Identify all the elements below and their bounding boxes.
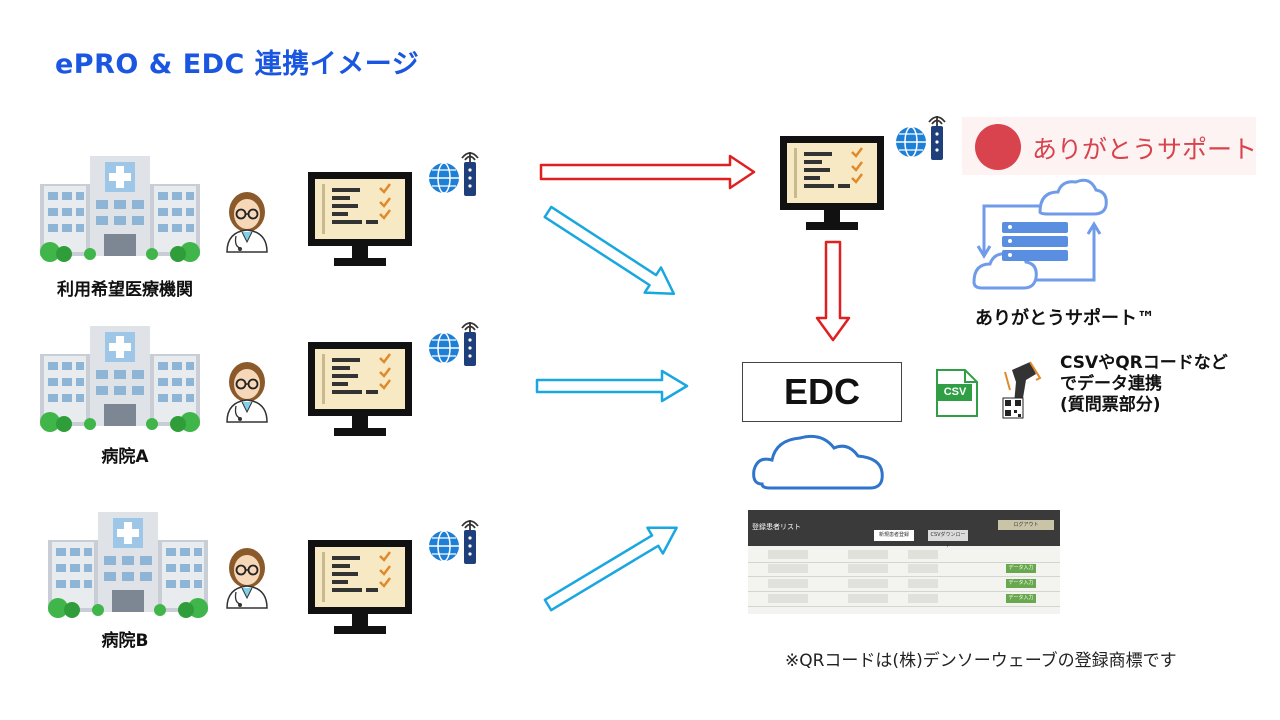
wifi-globe-icon — [428, 519, 479, 565]
screenshot-row: データ入力 — [748, 562, 1060, 577]
screenshot-button: CSVダウンロード — [928, 530, 968, 549]
red-arrow-down — [815, 240, 851, 342]
csv-description: CSVやQRコードなど でデータ連携 (質問票部分) — [1060, 353, 1228, 416]
screenshot-tag: データ入力 — [1006, 579, 1036, 588]
footnote: ※QRコードは(株)デンソーウェーブの登録商標です — [785, 651, 1177, 671]
csv-file-icon: CSV — [935, 368, 979, 418]
hospital-label: 病院B — [101, 631, 149, 651]
csv-text-line: CSVやQRコードなど — [1060, 353, 1228, 373]
screenshot-tag: データ入力 — [1006, 564, 1036, 573]
screenshot-row: データ入力 — [748, 592, 1060, 607]
support-label: ありがとうサポート™ — [975, 308, 1155, 329]
hospital-icon — [40, 326, 200, 432]
csv-text-line: (質問票部分) — [1060, 395, 1161, 415]
edc-screenshot: 登録患者リスト 新規患者登録 CSVダウンロード ログアウト データ入力 データ… — [748, 510, 1060, 614]
doctor-icon — [226, 191, 268, 253]
wifi-globe-icon — [895, 115, 946, 161]
brand-name: ありがとうサポート — [1032, 135, 1258, 164]
csv-badge: CSV — [938, 384, 972, 401]
csv-text-line: でデータ連携 — [1060, 374, 1162, 394]
doctor-icon — [226, 547, 268, 609]
blue-arrow-diagonal-up — [539, 513, 686, 620]
screenshot-button: ログアウト — [998, 520, 1054, 530]
hospital-label: 利用希望医療機関 — [57, 280, 193, 300]
monitor-icon — [306, 538, 414, 636]
doctor-icon — [226, 361, 268, 423]
screenshot-header: 登録患者リスト 新規患者登録 CSVダウンロード ログアウト — [748, 510, 1060, 549]
screenshot-title: 登録患者リスト — [752, 523, 801, 531]
brand-banner: ありがとうサポート — [962, 117, 1258, 175]
wifi-globe-icon — [428, 151, 479, 197]
edc-box: EDC — [742, 362, 902, 422]
blue-arrow-right — [535, 369, 689, 403]
brand-logo — [975, 124, 1021, 170]
hospital-icon — [40, 156, 200, 262]
screenshot-row — [748, 548, 1060, 563]
wifi-globe-icon — [428, 321, 479, 367]
cloud-sync-icon — [972, 178, 1108, 290]
edc-label: EDC — [783, 371, 860, 412]
page-title: ePRO & EDC 連携イメージ — [55, 49, 420, 80]
screenshot-row: データ入力 — [748, 577, 1060, 592]
hospital-label: 病院A — [101, 447, 149, 467]
cloud-icon — [752, 434, 884, 490]
blue-arrow-diagonal-down — [538, 198, 684, 308]
monitor-icon — [778, 134, 886, 232]
qr-code-icon — [1002, 397, 1024, 419]
monitor-icon — [306, 170, 414, 268]
barcode-scanner-icon — [1004, 361, 1042, 404]
screenshot-button: 新規患者登録 — [874, 530, 914, 541]
red-arrow-right — [539, 154, 756, 190]
monitor-icon — [306, 340, 414, 438]
screenshot-tag: データ入力 — [1006, 594, 1036, 603]
hospital-icon — [48, 512, 208, 618]
